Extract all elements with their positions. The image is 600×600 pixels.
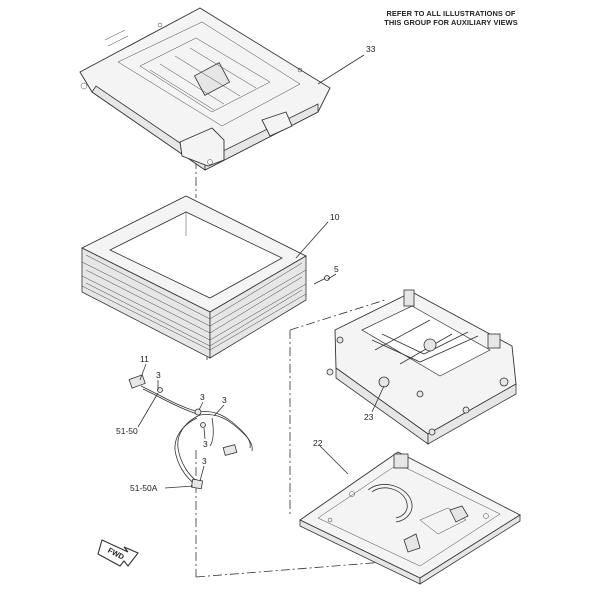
callout-5: 5: [334, 264, 339, 274]
reference-note: REFER TO ALL ILLUSTRATIONS OF THIS GROUP…: [366, 9, 536, 27]
callout-labels: 33 10 5 11 3 3 3 3 3 51-50 51-50A 23 22: [116, 44, 376, 493]
callout-3-e: 3: [202, 456, 207, 466]
wiring-harness-assembly[interactable]: [128, 374, 253, 490]
callout-3-d: 3: [203, 439, 208, 449]
part-22-base-plate[interactable]: [299, 451, 521, 585]
part-5-screw[interactable]: [313, 275, 330, 285]
callout-22: 22: [313, 438, 323, 448]
part-10-suspension-bellows[interactable]: [80, 195, 307, 359]
callout-3-c: 3: [222, 395, 227, 405]
leader-lines: [137, 54, 385, 489]
reference-note-line-2: THIS GROUP FOR AUXILIARY VIEWS: [384, 18, 518, 27]
callout-51-50: 51-50: [116, 426, 138, 436]
part-23-suspension-mechanism[interactable]: [326, 289, 517, 445]
assembly-reference-lines: [195, 160, 411, 578]
callout-3-b: 3: [200, 392, 205, 402]
callout-23: 23: [364, 412, 374, 422]
forward-direction-arrow: FWD: [97, 539, 139, 567]
callout-33: 33: [366, 44, 376, 54]
reference-note-line-1: REFER TO ALL ILLUSTRATIONS OF: [386, 9, 516, 18]
callout-10: 10: [330, 212, 340, 222]
callout-11: 11: [140, 354, 149, 364]
callout-51-50a: 51-50A: [130, 483, 158, 493]
callout-3-a: 3: [156, 370, 161, 380]
part-33-seat-mounting-plate[interactable]: [79, 7, 331, 171]
